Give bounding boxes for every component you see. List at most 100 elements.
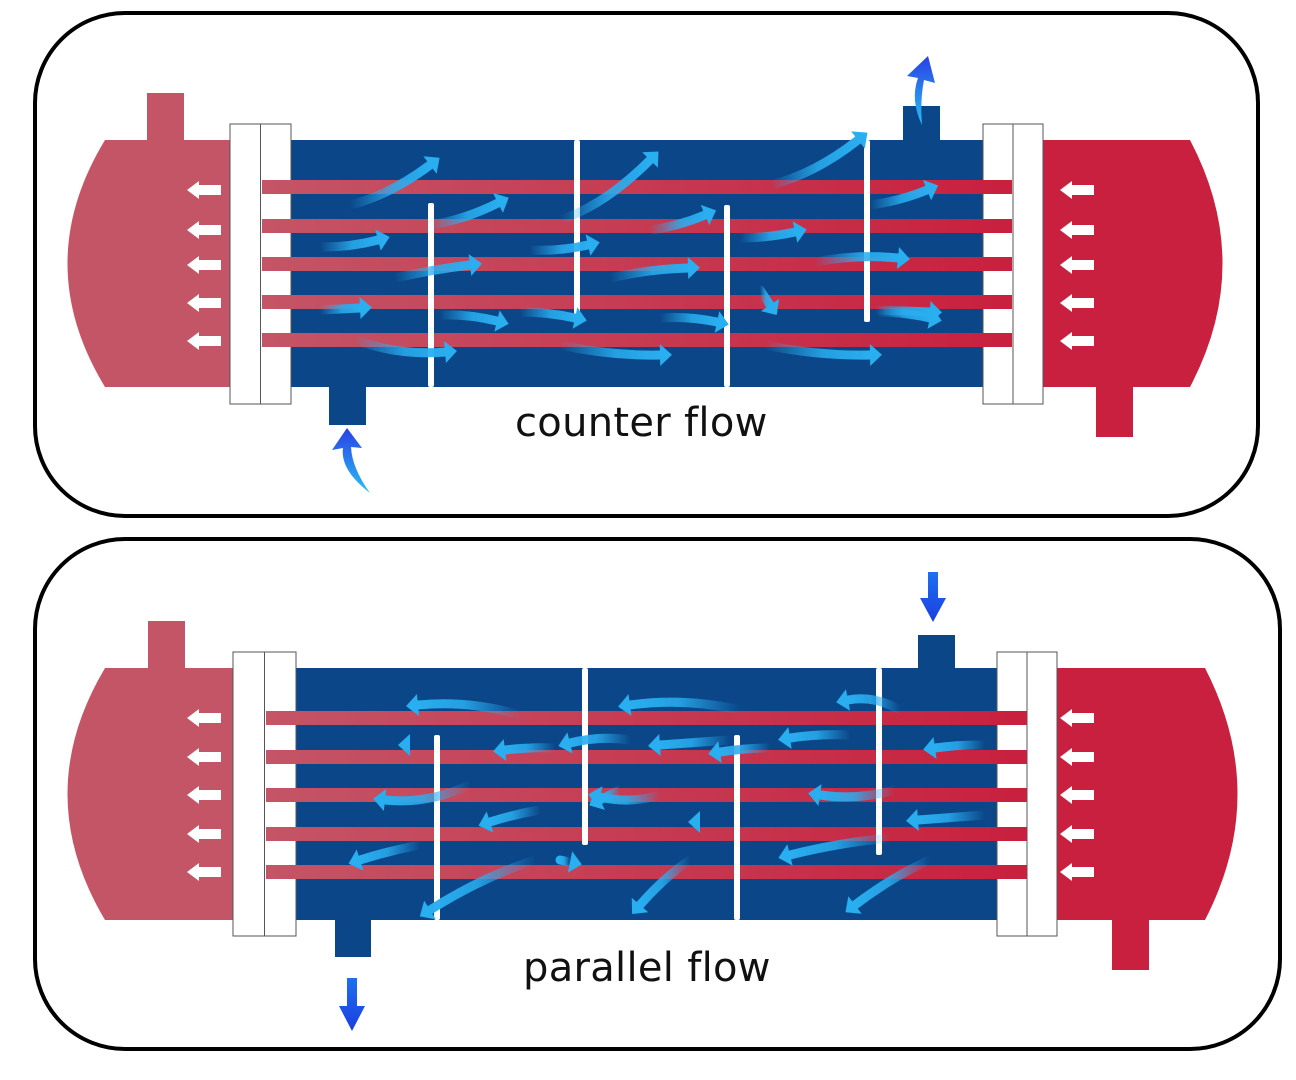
baffle-2 (582, 668, 588, 845)
shell-flow-arrow-icon (558, 732, 635, 754)
left-head-flow-arrow-icon (187, 786, 221, 804)
tube-1 (262, 180, 1012, 194)
shell-flow-arrow-icon-head (444, 341, 457, 363)
shell-flow-arrow-icon (648, 734, 735, 756)
shell-flow-arrow-icon-stream (435, 310, 502, 326)
shell-flow-arrow-icon-head (419, 900, 436, 920)
shell-flow-arrow-icon-stream (850, 855, 935, 910)
shell-outlet-nozzle (335, 920, 371, 957)
shell-flow-arrow-icon-head (929, 301, 942, 323)
shell-flow-arrow-icon-head (423, 156, 440, 174)
shell-flow-arrow-icon-head (688, 811, 700, 833)
shell-flow-arrow-icon-stream (765, 135, 863, 190)
shell-flow-arrow-icon-stream (485, 805, 545, 827)
shell-flow-arrow-icon-head (398, 734, 410, 756)
shell-flow-arrow-icon (398, 734, 475, 756)
left-channel-head (67, 140, 230, 387)
shell-flow-arrow-icon-stream (635, 855, 695, 910)
shell-flow-arrow-icon-head (845, 896, 862, 914)
shell-flow-arrow-icon-stream (315, 235, 383, 252)
shell-outlet-arrow-icon (907, 56, 935, 125)
shell-flow-arrow-icon-stream (555, 155, 655, 225)
right-head-flow-arrow-icon (1060, 748, 1094, 766)
shell-flow-arrow-icon (425, 193, 509, 230)
right-head-flow-arrow-icon (1060, 294, 1094, 312)
shell-flow-arrow-icon (350, 335, 457, 363)
shell-flow-arrow-icon-head (923, 737, 937, 759)
shell-flow-arrow-icon (525, 234, 600, 256)
right-head-flow-arrow-icon (1060, 709, 1094, 727)
shell-flow-arrow-icon (390, 254, 482, 283)
shell-flow-arrow-icon-stream (913, 810, 990, 825)
shell-flow-arrow-icon (778, 833, 895, 866)
tube-5 (262, 333, 1012, 347)
right-head-flow-arrow-icon (1060, 221, 1094, 239)
left-head-flow-arrow-icon (187, 294, 221, 312)
shell-flow-arrow-icon (419, 855, 540, 920)
shell-flow-arrow-icon-stream (810, 252, 903, 267)
parallel-flow-panel (33, 537, 1282, 1051)
shell-flow-arrow-icon-head (375, 229, 390, 251)
shell-flow-arrow-icon (735, 221, 807, 243)
left-head-flow-arrow-icon (187, 332, 221, 350)
left-head-flow-arrow-icon (187, 181, 221, 199)
right-head-flow-arrow-icon (1060, 256, 1094, 274)
shell-flow-arrow-icon (906, 809, 990, 831)
tube-1 (266, 711, 1027, 725)
shell-inlet-nozzle (918, 635, 955, 668)
left-channel-head (67, 668, 233, 920)
counter-flow-panel (33, 11, 1260, 518)
shell-flow-arrow-icon-head (406, 694, 420, 716)
shell-flow-arrow-icon (605, 257, 700, 283)
shell-flow-arrow-icon-head (373, 789, 387, 811)
baffle-1 (434, 735, 440, 920)
shell-flow-arrow-icon-stream (930, 740, 990, 753)
shell-flow-arrow-icon-head (567, 851, 582, 873)
shell-flow-arrow-icon (555, 151, 659, 225)
shell-flow-arrow-icon-head (687, 257, 700, 279)
shell-flow-arrow-icon-stream (315, 303, 365, 315)
shell-flow-arrow-icon-stream (525, 240, 593, 255)
shell-flow-arrow-icon-head (572, 307, 587, 329)
shell-flow-arrow-icon-stream (870, 305, 935, 317)
shell-flow-arrow-icon-stream (605, 263, 693, 283)
shell-flow-arrow-icon-head (359, 297, 372, 319)
shell-flow-arrow-icon-stream (625, 697, 745, 715)
left-head-nozzle (148, 621, 185, 669)
right-head-flow-arrow-icon (1060, 181, 1094, 199)
shell-flow-arrow-icon-head (558, 732, 573, 754)
shell-flow-arrow-icon-stream (715, 743, 775, 757)
shell-flow-arrow-icon-head (493, 739, 507, 761)
shell-flow-arrow-icon-stream (355, 840, 425, 865)
shell-flow-arrow-icon-stream (565, 733, 635, 748)
shell-inlet-arrow-icon (332, 428, 370, 493)
right-channel-head (1043, 140, 1223, 387)
shell-flow-arrow-icon-stream (655, 735, 735, 750)
tube-2 (262, 219, 1012, 233)
baffle-1 (428, 203, 434, 387)
right-head-nozzle (1096, 387, 1133, 437)
shell-flow-arrow-icon (755, 285, 780, 315)
shell-flow-arrow-icon-head (618, 694, 632, 716)
shell-flow-arrow-icon-stream (515, 307, 580, 323)
shell-flow-arrow-icon-head (493, 193, 509, 213)
left-head-flow-arrow-icon (187, 863, 221, 881)
baffle-3 (724, 205, 730, 387)
shell-flow-arrow-icon (515, 307, 587, 329)
counter-flow-caption: counter flow (515, 400, 768, 446)
shell-flow-arrow-icon (688, 811, 765, 833)
shell-flow-arrow-icon-head (792, 221, 807, 243)
shell-flow-arrow-icon-stream (655, 313, 722, 327)
shell-flow-arrow-icon-stream (755, 285, 775, 310)
shell-flow-arrow-icon-head (906, 809, 919, 831)
shell-flow-arrow-icon-head (851, 131, 868, 149)
shell-flow-arrow-icon (555, 340, 672, 366)
shell-flow-arrow-icon-stream (390, 260, 475, 283)
shell-flow-arrow-icon-stream (413, 699, 525, 720)
shell-flow-arrow-icon (810, 247, 910, 269)
shell-flow-arrow-icon (778, 727, 855, 749)
shell-flow-arrow-icon-head (631, 897, 649, 915)
tube-5 (266, 865, 1027, 879)
shell-flow-arrow-icon (760, 340, 882, 366)
shell-flow-arrow-icon-head (778, 727, 792, 749)
